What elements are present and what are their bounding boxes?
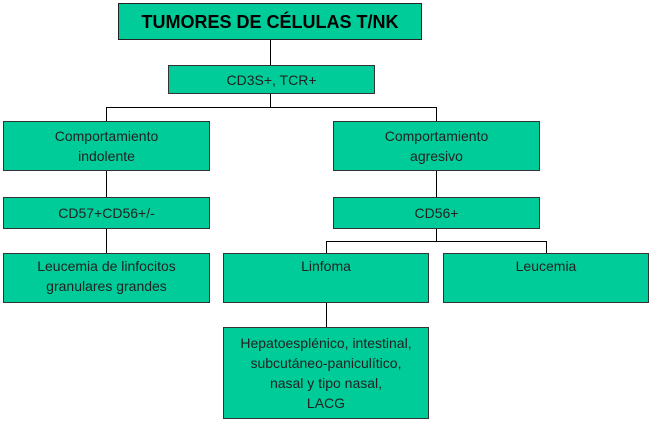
connector-cd57-lgl: [106, 229, 107, 253]
lgl-leukemia-box: Leucemia de linfocitos granulares grande…: [3, 253, 210, 303]
markers-text: CD3S+, TCR+: [226, 71, 317, 88]
connector-to-indolent: [106, 107, 107, 121]
indolent-box: Comportamiento indolente: [3, 121, 210, 171]
connector-title-markers: [270, 40, 271, 65]
indolent-text: Comportamiento indolente: [54, 128, 159, 164]
aggressive-text: Comportamiento agresivo: [384, 128, 489, 164]
markers-box: CD3S+, TCR+: [168, 65, 375, 94]
connector-markers-down: [270, 94, 271, 107]
lymphoma-box: Linfoma: [223, 253, 429, 303]
leukemia-box: Leucemia: [443, 253, 649, 303]
subtypes-text: Hepatoesplénico, intestinal, subcutáneo-…: [240, 335, 412, 411]
title-box: TUMORES DE CÉLULAS T/NK: [118, 3, 422, 40]
lymphoma-text: Linfoma: [301, 258, 351, 274]
connector-split-horizontal: [106, 107, 436, 108]
lgl-leukemia-text: Leucemia de linfocitos granulares grande…: [37, 258, 176, 294]
leukemia-text: Leucemia: [515, 258, 577, 274]
connector-lymphoma-subtypes: [326, 303, 327, 327]
aggressive-box: Comportamiento agresivo: [333, 121, 540, 171]
connector-indolent-cd57: [106, 171, 107, 197]
cd56-box: CD56+: [333, 197, 540, 229]
cd57-box: CD57+CD56+/-: [3, 197, 210, 229]
connector-to-aggressive: [436, 107, 437, 121]
connector-aggressive-cd56: [436, 171, 437, 197]
subtypes-box: Hepatoesplénico, intestinal, subcutáneo-…: [223, 327, 429, 419]
connector-to-lymphoma: [326, 241, 327, 253]
connector-to-leukemia: [546, 241, 547, 253]
cd56-text: CD56+: [414, 205, 459, 221]
connector-cd56-split: [326, 241, 547, 242]
title-text: TUMORES DE CÉLULAS T/NK: [141, 11, 399, 32]
cd57-text: CD57+CD56+/-: [58, 205, 155, 221]
connector-cd56-down: [436, 229, 437, 241]
